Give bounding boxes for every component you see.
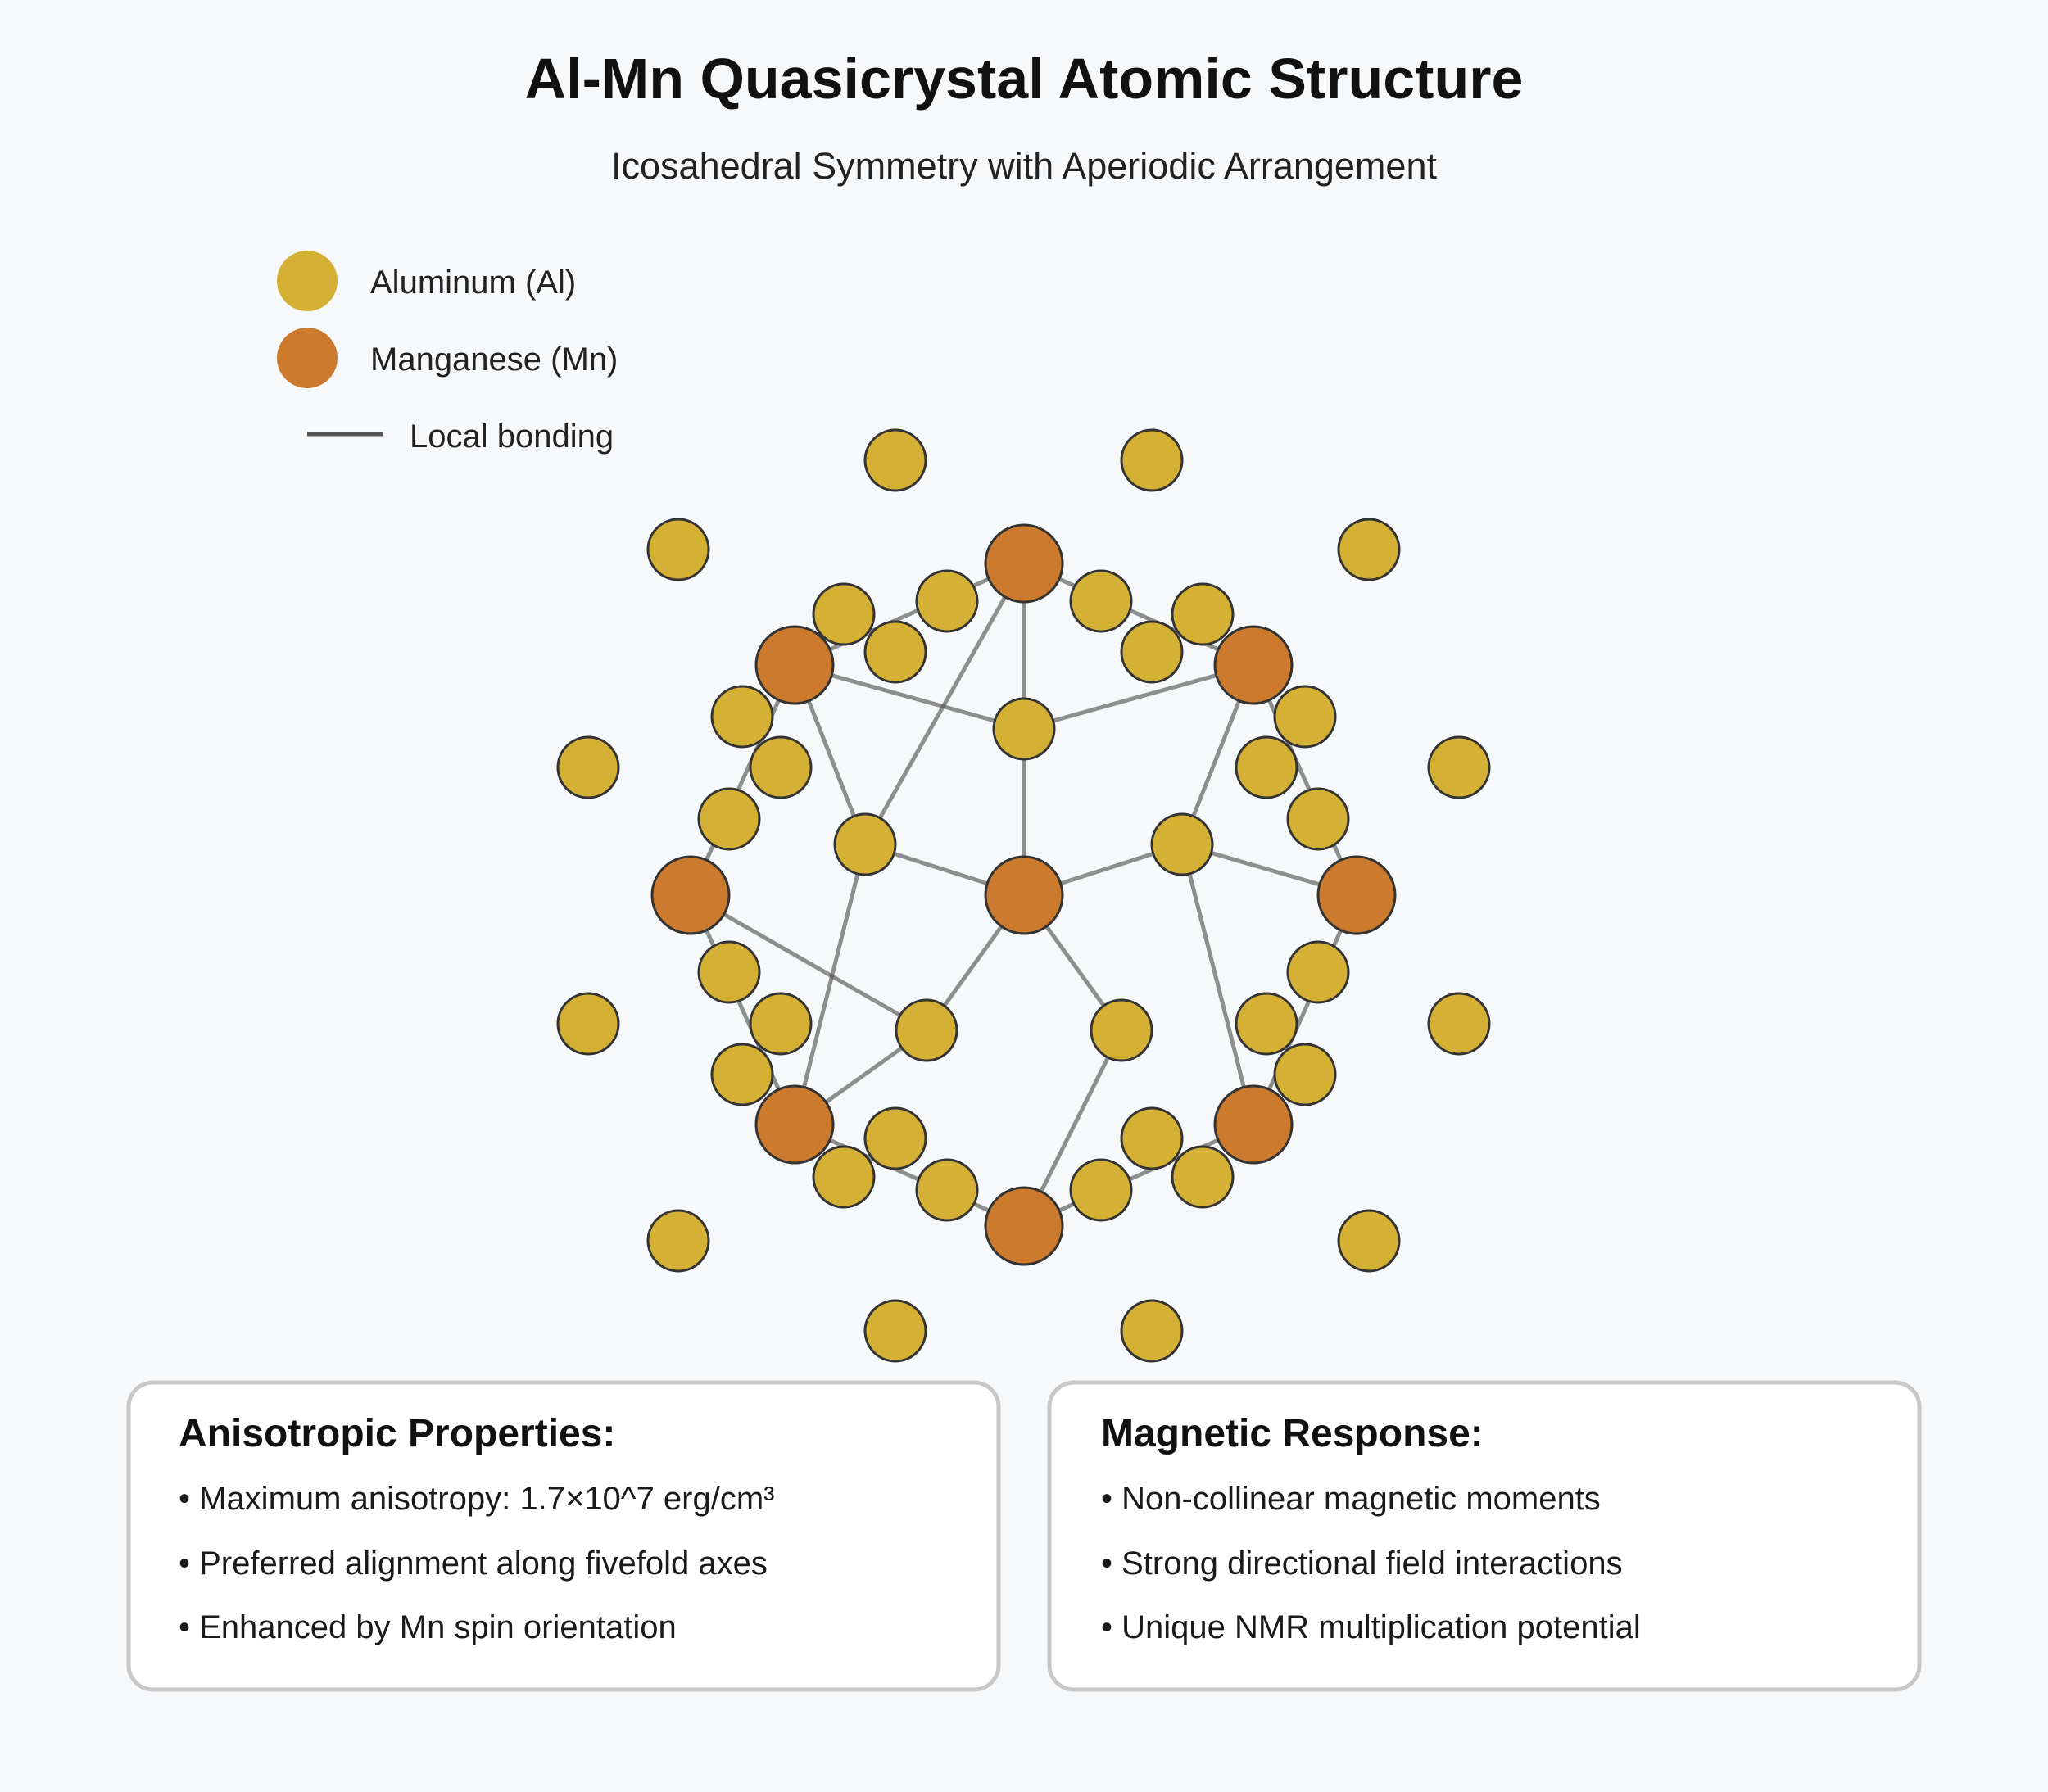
anisotropic-item: • Preferred alignment along fivefold axe… — [179, 1545, 768, 1582]
aluminum-atom — [1090, 998, 1153, 1062]
aluminum-atom — [915, 569, 979, 633]
aluminum-atom — [710, 685, 774, 749]
anisotropic-panel: Anisotropic Properties: • Maximum anisot… — [126, 1380, 1001, 1692]
aluminum-atom — [1171, 1145, 1235, 1209]
aluminum-atom — [1427, 735, 1491, 799]
bond-line — [1251, 894, 1359, 1126]
bond-line — [688, 894, 797, 1126]
bond-line — [1022, 1122, 1255, 1229]
aluminum-atom — [749, 992, 813, 1056]
aluminum-atom — [646, 518, 710, 581]
aluminum-atom — [646, 1209, 710, 1273]
aluminum-atom — [1069, 1158, 1133, 1222]
aluminum-atom — [863, 1299, 927, 1363]
anisotropic-item: • Maximum anisotropy: 1.7×10^7 erg/cm³ — [179, 1481, 775, 1517]
page-title: Al-Mn Quasicrystal Atomic Structure — [525, 47, 1524, 111]
aluminum-atom — [697, 787, 761, 851]
manganese-atom — [754, 625, 835, 705]
bond-line — [1180, 844, 1256, 1125]
legend-manganese-swatch — [277, 328, 338, 388]
aluminum-atom — [915, 1158, 979, 1222]
aluminum-atom — [1150, 812, 1214, 876]
aluminum-atom — [1069, 569, 1133, 633]
aluminum-atom — [1286, 787, 1350, 851]
manganese-atom — [650, 855, 731, 935]
magnetic-panel-title: Magnetic Response: — [1101, 1412, 1484, 1455]
page-subtitle: Icosahedral Symmetry with Aperiodic Arra… — [611, 145, 1437, 187]
magnetic-item: • Strong directional field interactions — [1101, 1545, 1623, 1582]
bond-line — [1251, 663, 1359, 897]
magnetic-item: • Unique NMR multiplication potential — [1101, 1609, 1641, 1645]
bond-line — [689, 893, 928, 1033]
manganese-atom — [1213, 1084, 1294, 1165]
aluminum-atom — [1235, 992, 1298, 1056]
aluminum-atom — [863, 428, 927, 492]
magnetic-panel: Magnetic Response: • Non-collinear magne… — [1047, 1380, 1922, 1692]
manganese-atom — [754, 1084, 835, 1165]
aluminum-atom — [1235, 735, 1298, 799]
manganese-atom — [1316, 855, 1397, 935]
bond-line — [792, 844, 868, 1125]
manganese-atom — [984, 523, 1064, 604]
legend-manganese-label: Manganese (Mn) — [370, 342, 618, 378]
aluminum-atom — [749, 735, 813, 799]
aluminum-atom — [556, 735, 620, 799]
magnetic-panel-box — [1047, 1380, 1922, 1692]
magnetic-item: • Non-collinear magnetic moments — [1101, 1481, 1601, 1517]
legend-aluminum-swatch — [277, 251, 338, 311]
aluminum-atom — [1337, 518, 1401, 581]
aluminum-atom — [1120, 1106, 1184, 1170]
aluminum-atom — [863, 620, 927, 684]
bond-line — [793, 1122, 1026, 1229]
manganese-atom — [1213, 625, 1294, 705]
manganese-atom — [984, 855, 1064, 935]
anisotropic-panel-title: Anisotropic Properties: — [179, 1412, 615, 1455]
bond-line — [1022, 561, 1255, 667]
aluminum-atom — [1286, 940, 1350, 1004]
bond-line — [863, 562, 1026, 846]
aluminum-atom — [556, 992, 620, 1056]
legend: Aluminum (Al) Manganese (Mn) Local bondi… — [277, 251, 618, 455]
aluminum-atom — [812, 1145, 876, 1209]
legend-bond-label: Local bonding — [410, 419, 614, 455]
legend-aluminum-label: Aluminum (Al) — [370, 265, 576, 301]
aluminum-atom — [833, 812, 897, 876]
aluminum-atom — [1273, 685, 1337, 749]
aluminum-atom — [1120, 428, 1184, 492]
aluminum-atom — [1337, 1209, 1401, 1273]
anisotropic-item: • Enhanced by Mn spin orientation — [179, 1609, 677, 1645]
aluminum-atom — [697, 940, 761, 1004]
bond-line — [793, 561, 1026, 667]
aluminum-atom — [895, 998, 958, 1062]
aluminum-atom — [1427, 992, 1491, 1056]
aluminum-atom — [1171, 582, 1235, 646]
aluminum-atom — [812, 582, 876, 646]
aluminum-atom — [992, 697, 1056, 761]
anisotropic-panel-box — [126, 1380, 1001, 1692]
bond-line — [688, 663, 797, 897]
atom-layer — [556, 428, 1491, 1363]
manganese-atom — [984, 1186, 1064, 1266]
aluminum-atom — [1120, 1299, 1184, 1363]
aluminum-atom — [710, 1043, 774, 1106]
aluminum-atom — [863, 1106, 927, 1170]
aluminum-atom — [1120, 620, 1184, 684]
aluminum-atom — [1273, 1043, 1337, 1106]
